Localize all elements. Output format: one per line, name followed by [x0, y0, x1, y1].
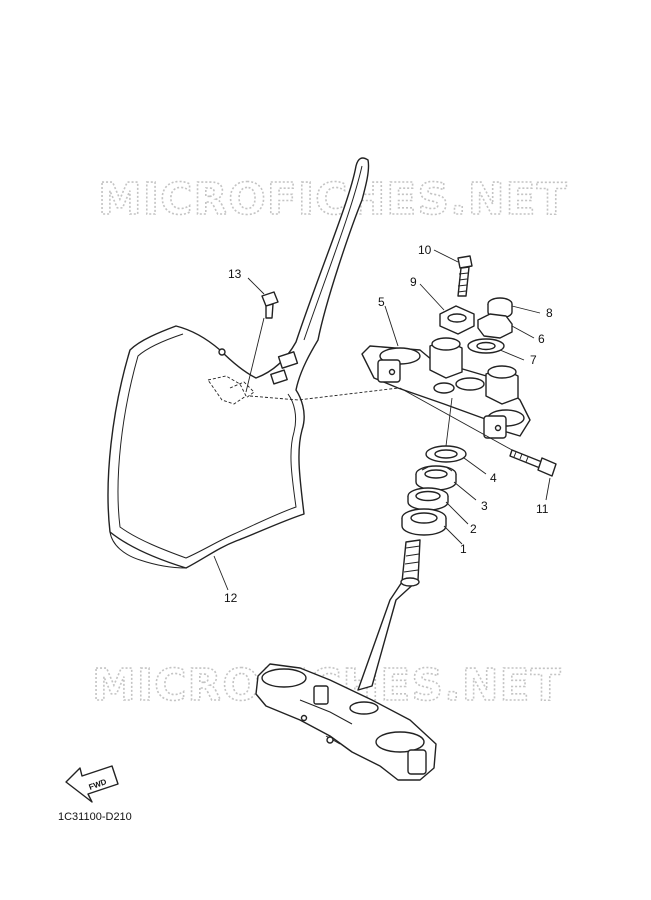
leader-lines — [213, 249, 551, 591]
washer-part-4 — [425, 445, 467, 463]
fwd-arrow-icon: FWD — [65, 765, 119, 803]
callout-12: 12 — [224, 591, 238, 605]
number-plate-part-12 — [107, 157, 433, 569]
washer-part-7 — [467, 338, 505, 354]
callout-2: 2 — [470, 522, 477, 536]
bolt-part-13 — [261, 291, 279, 319]
bolt-part-10 — [457, 255, 473, 297]
bearing-part-1 — [401, 508, 447, 536]
callout-3: 3 — [481, 499, 488, 513]
handlebar-clamp-part-9 — [439, 305, 475, 335]
callout-1: 1 — [460, 542, 467, 556]
callout-5: 5 — [378, 295, 385, 309]
callout-8: 8 — [546, 306, 553, 320]
callout-6: 6 — [538, 332, 545, 346]
diagram-code: 1C31100-D210 — [58, 811, 132, 823]
bolt-part-11 — [509, 449, 557, 477]
steering-stem-lower-bracket — [255, 539, 437, 781]
callout-11: 11 — [536, 502, 549, 516]
callout-13: 13 — [228, 267, 242, 281]
callout-10: 10 — [418, 243, 432, 257]
seal-part-2 — [407, 487, 449, 511]
ring-nut-part-3 — [415, 465, 457, 491]
collar-part-8 — [487, 297, 513, 319]
callout-4: 4 — [490, 471, 497, 485]
nut-part-6 — [477, 313, 513, 339]
callout-9: 9 — [410, 275, 417, 289]
callout-7: 7 — [530, 353, 537, 367]
upper-bracket-part-5 — [361, 337, 531, 439]
watermark-top: MICROFICHES.NET — [98, 174, 568, 225]
